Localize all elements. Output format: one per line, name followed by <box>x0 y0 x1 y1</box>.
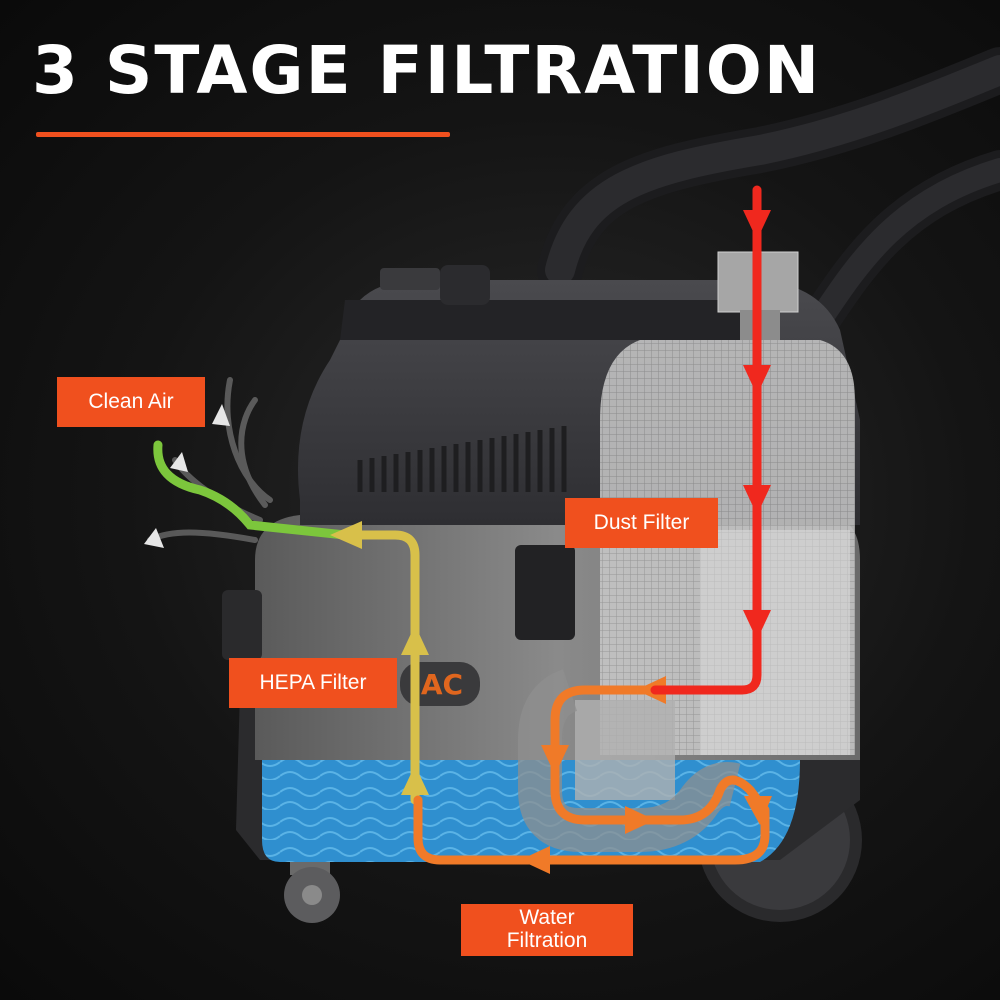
water-flow <box>413 685 770 865</box>
exhaust-arrow-icon <box>212 404 230 426</box>
vent-grille <box>357 426 567 492</box>
label-water-line2: Filtration <box>506 929 588 952</box>
title-underline <box>36 132 450 137</box>
hose <box>537 47 1000 340</box>
page-title: 3 STAGE FILTRATION <box>32 32 822 109</box>
brand-badge: AC <box>400 662 480 706</box>
label-clean-air: Clean Air <box>57 377 205 427</box>
flow-arrow-icon <box>401 765 429 795</box>
hepa-flow <box>340 530 420 805</box>
internal-pipe <box>518 669 741 852</box>
dirty-air-flow <box>650 185 762 695</box>
flow-arrow-icon <box>541 745 569 775</box>
flow-arrow-icon <box>401 625 429 655</box>
flow-arrow-icon <box>743 485 771 515</box>
flow-arrow-icon <box>330 521 362 549</box>
flow-arrow-icon <box>744 796 772 825</box>
label-clean-air-text: Clean Air <box>88 389 174 413</box>
label-water-line1: Water <box>519 906 575 930</box>
label-dust-filter-text: Dust Filter <box>593 510 690 534</box>
label-hepa-filter: HEPA Filter <box>229 658 397 708</box>
flow-arrow-icon <box>743 365 771 395</box>
label-dust-filter: Dust Filter <box>565 498 718 548</box>
latch-left <box>222 590 262 660</box>
exhaust-arrow-icon <box>144 528 164 548</box>
flow-arrow-icon <box>625 806 655 834</box>
latch-right <box>515 545 575 640</box>
dust-filter-bag <box>575 251 855 800</box>
flow-arrow-icon <box>520 846 550 874</box>
label-water-filtration: Water Filtration <box>461 904 633 956</box>
clean-air-flow <box>153 440 350 540</box>
flow-arrow-icon <box>743 210 771 240</box>
exhaust-arrows <box>144 404 230 548</box>
brand-text: AC <box>421 668 463 701</box>
exhaust-arrow-icon <box>170 452 188 472</box>
flow-arrow-icon <box>743 610 771 640</box>
label-hepa-filter-text: HEPA Filter <box>259 670 367 694</box>
